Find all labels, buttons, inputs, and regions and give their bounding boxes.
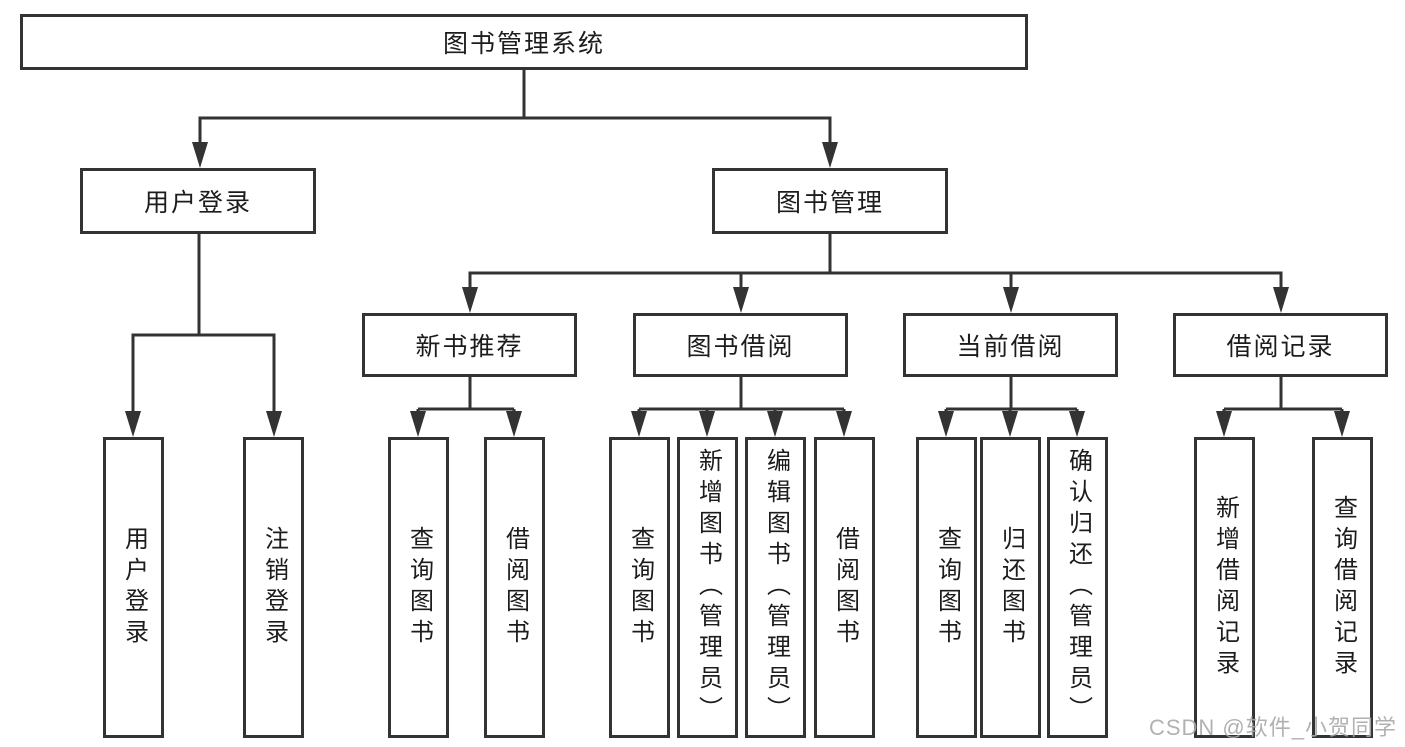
node-new-book-recommend: 新书推荐 <box>362 313 577 377</box>
node-book-borrowing: 图书借阅 <box>633 313 848 377</box>
connector-level3-stubs <box>468 377 1283 411</box>
node-book-management: 图书管理 <box>712 168 948 234</box>
node-borrowing-records: 借阅记录 <box>1173 313 1388 377</box>
leaf-label: 借阅图书 <box>501 525 529 650</box>
arrowhead <box>1273 287 1289 313</box>
arrowhead <box>767 411 783 437</box>
arrowhead <box>410 411 426 437</box>
arrowhead <box>1334 411 1350 437</box>
arrowhead <box>1069 411 1085 437</box>
arrowhead <box>125 411 141 437</box>
arrowhead <box>462 287 478 313</box>
node-leaf-borrow-books-2: 借阅图书 <box>814 437 875 738</box>
watermark: CSDN @软件_小贺同学 <box>1148 715 1397 740</box>
arrowhead <box>733 287 749 313</box>
connector-level3-bars <box>416 407 1344 415</box>
arrowhead <box>699 411 715 437</box>
arrowhead <box>266 411 282 437</box>
arrowhead <box>938 411 954 437</box>
node-root: 图书管理系统 <box>20 14 1028 70</box>
arrowhead <box>506 411 522 437</box>
node-leaf-user-login: 用户登录 <box>103 437 164 738</box>
leaf-label: 注销登录 <box>260 525 288 650</box>
node-leaf-query-borrow-record: 查询借阅记录 <box>1312 437 1373 738</box>
node-leaf-add-borrow-record: 新增借阅记录 <box>1194 437 1255 738</box>
leaf-label: 查询图书 <box>626 525 654 650</box>
connector-root <box>198 69 832 146</box>
arrowhead <box>1002 411 1018 437</box>
leaf-label: 查询图书 <box>405 525 433 650</box>
leaf-label: 归还图书 <box>997 525 1025 650</box>
node-leaf-logout: 注销登录 <box>243 437 304 738</box>
arrowhead <box>192 142 208 168</box>
node-user-login: 用户登录 <box>80 168 316 234</box>
leaf-label: 确认归还（管理员） <box>1064 448 1092 727</box>
node-leaf-query-books-1: 查询图书 <box>388 437 449 738</box>
arrowhead <box>822 142 838 168</box>
node-leaf-add-books-admin: 新增图书（管理员） <box>677 437 738 738</box>
arrowhead <box>631 411 647 437</box>
leaf-label: 编辑图书（管理员） <box>762 448 790 727</box>
node-leaf-return-books: 归还图书 <box>980 437 1041 738</box>
node-leaf-confirm-return-admin: 确认归还（管理员） <box>1047 437 1108 738</box>
node-leaf-query-books-3: 查询图书 <box>916 437 977 738</box>
leaf-label: 查询借阅记录 <box>1329 494 1357 681</box>
connector-book-management <box>468 233 1283 291</box>
connector-user-login <box>131 233 276 415</box>
arrowhead <box>1003 287 1019 313</box>
node-leaf-query-books-2: 查询图书 <box>609 437 670 738</box>
leaf-label: 新增图书（管理员） <box>694 448 722 727</box>
node-current-borrowing: 当前借阅 <box>903 313 1118 377</box>
arrowhead <box>836 411 852 437</box>
arrowhead <box>1216 411 1232 437</box>
leaf-label: 用户登录 <box>120 525 148 650</box>
node-leaf-edit-books-admin: 编辑图书（管理员） <box>745 437 806 738</box>
node-leaf-borrow-books-1: 借阅图书 <box>484 437 545 738</box>
leaf-label: 查询图书 <box>933 525 961 650</box>
leaf-label: 借阅图书 <box>831 525 859 650</box>
leaf-label: 新增借阅记录 <box>1211 494 1239 681</box>
